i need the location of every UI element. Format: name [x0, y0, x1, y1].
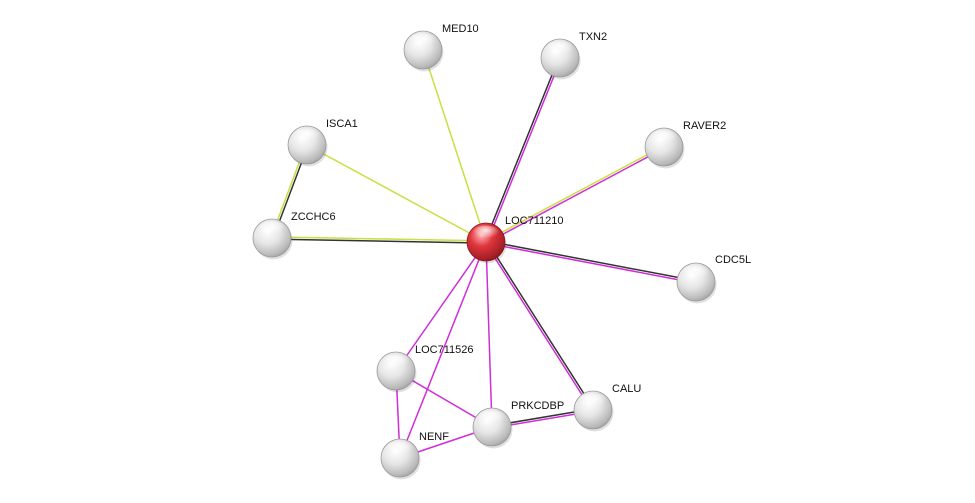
node-label: PRKCDBP — [511, 400, 564, 412]
edge-line-experiments — [485, 242, 697, 284]
edge-LOC711210-ZCCHC6 — [271, 236, 487, 244]
node-loc711526[interactable]: LOC711526 — [376, 344, 474, 393]
edge-LOC711210-PRKCDBP — [485, 241, 493, 428]
node-isca1[interactable]: ISCA1 — [287, 118, 358, 167]
edge-line-experiments — [486, 57, 562, 244]
edge-LOC711210-CALU — [484, 240, 595, 412]
edge-line-textmining — [271, 236, 487, 242]
node-label: TXN2 — [579, 31, 607, 43]
node-highlight — [472, 225, 500, 242]
node-label: CDC5L — [715, 254, 751, 266]
edge-LOC711210-NENF — [399, 241, 487, 459]
edge-LOC711210-TXN2 — [484, 56, 562, 244]
edge-line-experiments — [399, 241, 487, 459]
edge-line-coexpression — [486, 240, 595, 411]
edge-line-coexpression — [485, 240, 697, 282]
node-highlight — [382, 354, 410, 371]
edge-line-experiments — [484, 241, 593, 412]
node-raver2[interactable]: RAVER2 — [644, 120, 726, 169]
edge-line-coexpression — [271, 238, 487, 244]
node-txn2[interactable]: TXN2 — [540, 31, 607, 80]
node-calu[interactable]: CALU — [573, 383, 641, 432]
node-highlight — [478, 410, 506, 427]
edge-line-experiments — [395, 241, 487, 372]
edge-LOC711210-LOC711526 — [395, 241, 487, 372]
node-label: ZCCHC6 — [291, 211, 336, 223]
node-label: LOC711210 — [505, 215, 564, 227]
edge-line-textmining — [484, 145, 665, 242]
edge-line-experiments — [485, 241, 493, 428]
edge-line-experiments — [485, 147, 666, 244]
node-cdc5l[interactable]: CDC5L — [676, 254, 751, 304]
node-highlight — [579, 393, 607, 410]
node-label: ISCA1 — [326, 118, 358, 130]
node-highlight — [386, 441, 414, 458]
node-highlight — [293, 128, 321, 145]
node-highlight — [546, 41, 574, 58]
edge-line-textmining — [422, 49, 487, 243]
node-med10[interactable]: MED10 — [403, 23, 479, 72]
edge-LOC711210-CDC5L — [485, 240, 697, 284]
edge-line-textmining — [306, 144, 487, 243]
node-highlight — [409, 33, 437, 50]
node-prkcdbp[interactable]: PRKCDBP — [472, 400, 564, 449]
node-nenf[interactable]: NENF — [380, 431, 449, 480]
node-label: RAVER2 — [683, 120, 726, 132]
node-loc711210[interactable]: LOC711210 — [466, 215, 564, 264]
node-zcchc6[interactable]: ZCCHC6 — [252, 211, 336, 260]
node-label: LOC711526 — [415, 344, 474, 356]
edge-LOC711210-RAVER2 — [484, 145, 666, 244]
node-label: MED10 — [442, 23, 479, 35]
edge-line-coexpression — [484, 56, 560, 243]
edge-layer — [270, 49, 697, 459]
node-label: CALU — [612, 383, 641, 395]
edge-LOC711210-ISCA1 — [306, 144, 487, 243]
node-highlight — [682, 265, 710, 282]
node-highlight — [258, 221, 286, 238]
node-label: NENF — [419, 431, 449, 443]
edge-LOC711210-MED10 — [422, 49, 487, 243]
node-highlight — [650, 130, 678, 147]
